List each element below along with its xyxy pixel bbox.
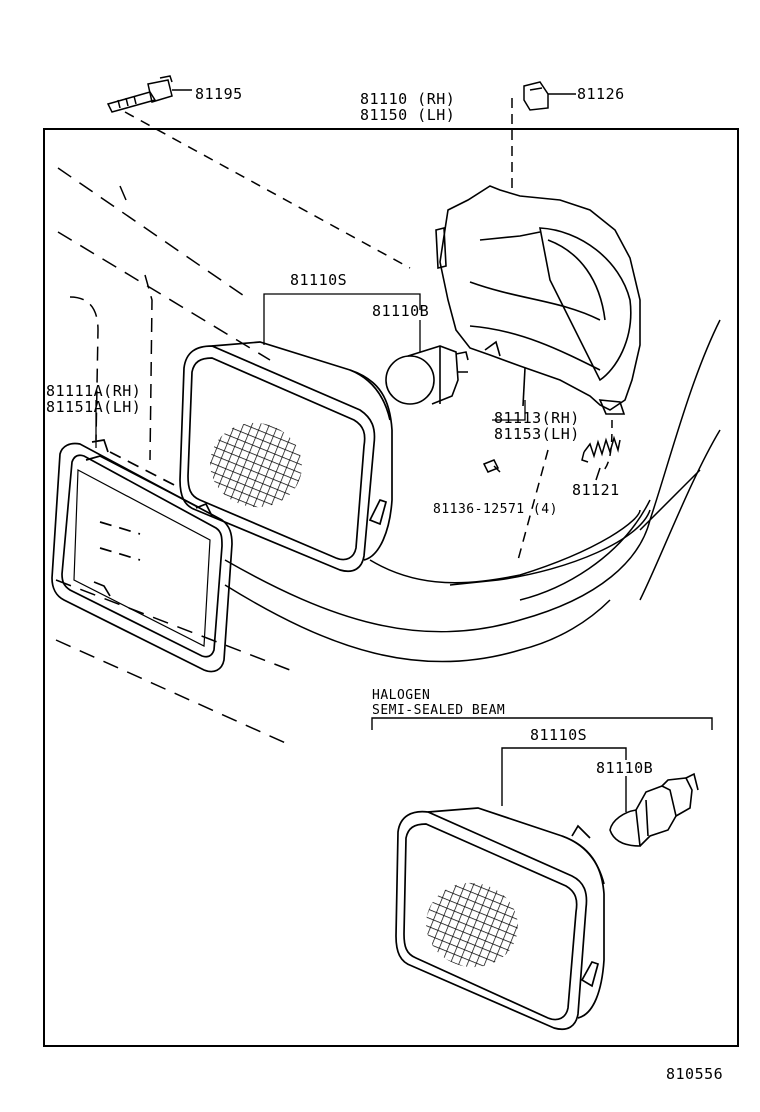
part-label-81153-lh: 81153(LH) [494,425,580,443]
semi-sealed-beam-label: SEMI-SEALED BEAM [372,703,506,718]
part-label-81110s-bottom: 81110S [530,726,588,744]
headlamp-housing-81113 [435,185,641,415]
retainer-clip-81126 [511,81,576,190]
part-label-81136: 81136-12571 (4) [433,502,558,517]
part-label-81110-rh: 81110 (RH) [360,90,456,108]
screw-81136 [482,449,549,561]
halogen-bracket [371,717,713,812]
part-label-81110s-top: 81110S [290,271,348,289]
bulb-top [385,345,469,405]
part-label-81195: 81195 [195,85,243,103]
sealed-beam-unit-top [179,341,393,573]
vehicle-body-outline [55,167,721,746]
sealed-beam-unit-bottom [395,807,605,1031]
part-label-81121: 81121 [572,481,620,499]
part-label-81150-lh: 81150 (LH) [360,106,456,124]
spring-81121 [581,419,621,481]
diagram-frame [43,128,739,1047]
leader-lines-top [95,293,526,448]
part-label-81111a-rh: 81111A(RH) [46,382,142,400]
adjusting-screw-81195 [106,75,411,269]
part-label-81113-rh: 81113(RH) [494,409,580,427]
part-label-81110b-bottom: 81110B [596,759,654,777]
part-label-81126: 81126 [577,85,625,103]
part-label-81110b-top: 81110B [372,302,430,320]
part-label-81151a-lh: 81151A(LH) [46,398,142,416]
headlamp-bezel-81111a [51,439,233,673]
figure-number: 810556 [666,1065,724,1083]
halogen-label: HALOGEN [372,688,431,703]
halogen-bulb-bottom [609,772,699,847]
